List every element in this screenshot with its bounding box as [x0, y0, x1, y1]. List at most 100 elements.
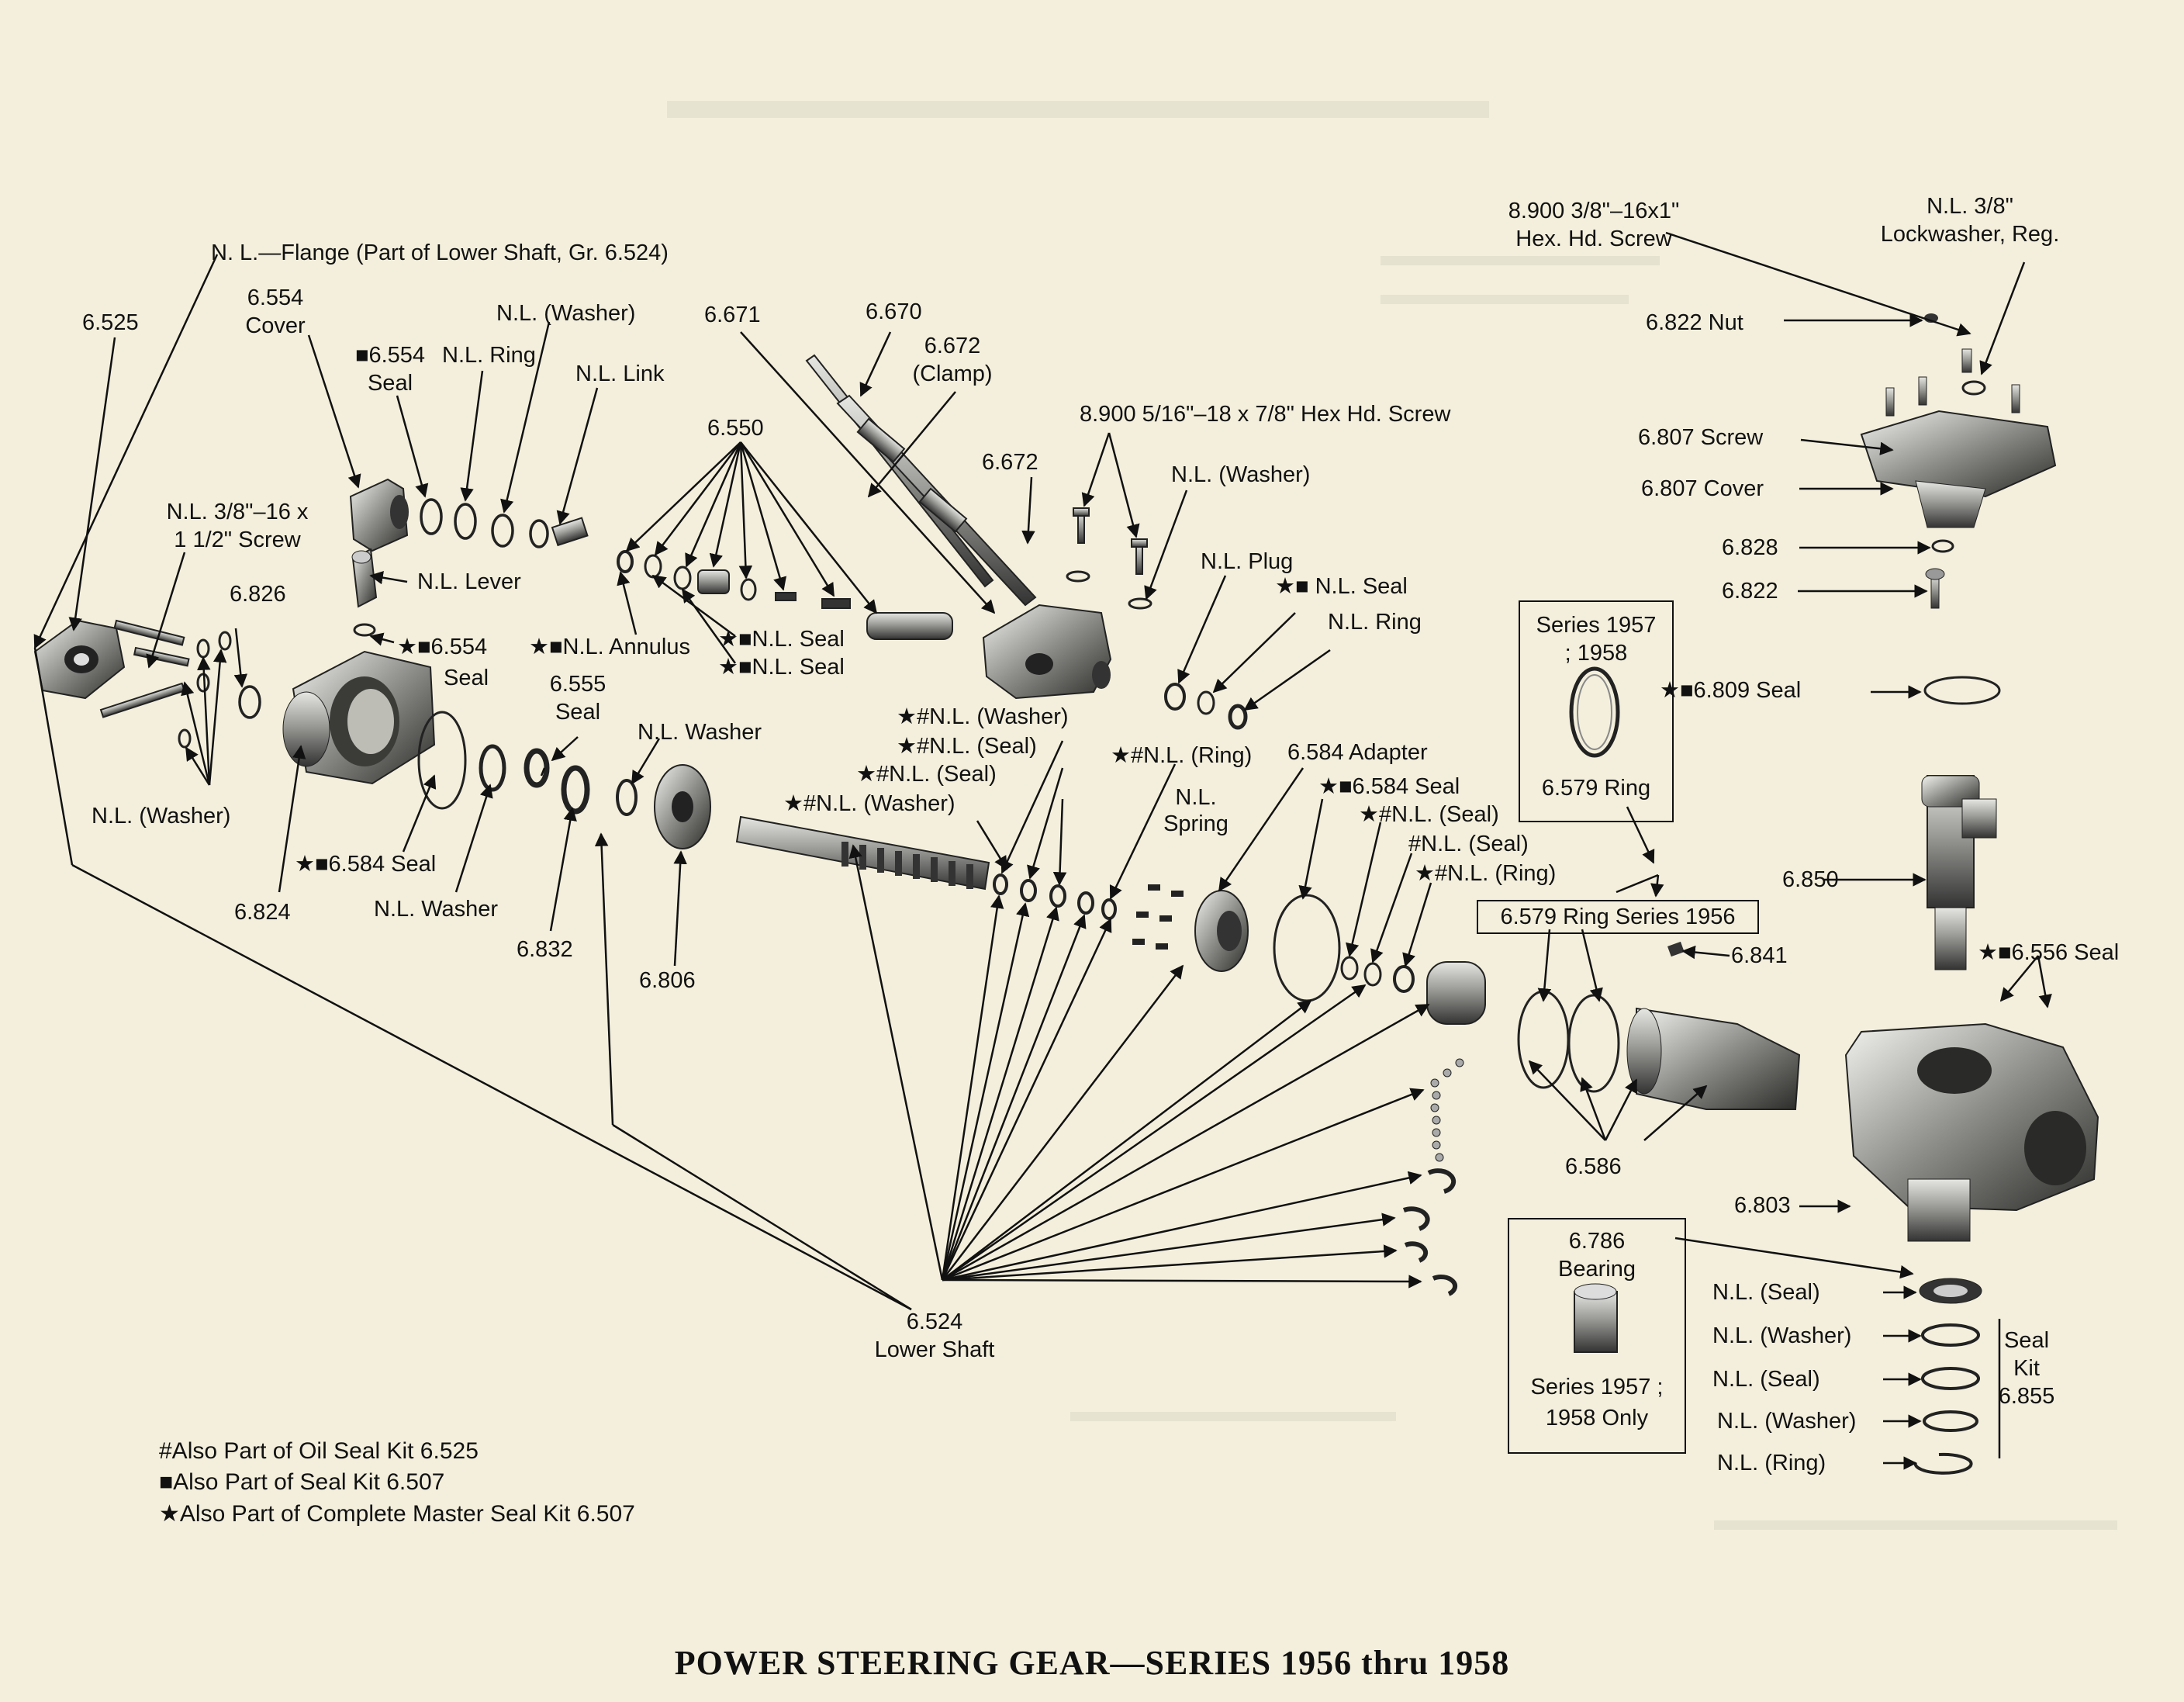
label-6-809-seal: ★■6.809 Seal [1660, 678, 1802, 703]
label-6-806: 6.806 [639, 968, 696, 993]
label-nl-seal-b: ★■N.L. Seal [718, 655, 845, 680]
label-kit-nl-washer-1: N.L. (Washer) [1712, 1323, 1852, 1348]
label-nl-washer-shaft-1: ★#N.L. (Washer) [897, 704, 1069, 729]
label-6-525: 6.525 [82, 310, 139, 335]
label-nl-ring-top: N.L. Ring [442, 343, 536, 368]
label-bearing-series: Series 1957 ; [1530, 1375, 1664, 1399]
label-6-670: 6.670 [866, 299, 922, 324]
label-6-584-seal: ★■6.584 Seal [1318, 774, 1460, 799]
label-nl-seal-shaft-1: ★#N.L. (Seal) [897, 734, 1037, 759]
label-kit-nl-seal-1: N.L. (Seal) [1712, 1280, 1820, 1305]
label-6-803: 6.803 [1734, 1193, 1791, 1218]
flange-part [33, 619, 126, 700]
label-6-524-num: 6.524 [906, 1309, 963, 1334]
lower-shaft-6-524 [735, 815, 990, 891]
label-nl-washer-shaft-2: ★#N.L. (Washer) [783, 791, 955, 816]
bleed-through-shading [667, 101, 2117, 1530]
adapter-6-584 [1194, 890, 1415, 1002]
label-6-807-screw: 6.807 Screw [1638, 425, 1764, 450]
label-6-828: 6.828 [1722, 535, 1778, 560]
flange-6-806 [654, 764, 711, 849]
label-lockwasher-b: Lockwasher, Reg. [1880, 222, 2060, 247]
bearing-box [1508, 1218, 1686, 1454]
label-lockwasher-a: N.L. 3/8" [1927, 194, 2013, 219]
label-nl-seal-hash: #N.L. (Seal) [1408, 832, 1529, 856]
ring-1956-box [1477, 900, 1759, 934]
label-series-box-c: 6.579 Ring [1541, 776, 1651, 801]
lines-6-670 [805, 354, 1037, 607]
label-nl-screw-a: N.L. 3/8"–16 x [166, 500, 309, 524]
label-6-556-seal: ★■6.556 Seal [1978, 940, 2120, 965]
worm-gear-6-586 [1517, 990, 1801, 1110]
label-seal-kit-b: Kit [2013, 1356, 2040, 1381]
label-nl-seal-star: ★■ N.L. Seal [1275, 574, 1408, 599]
label-nl-washer-mid-right: N.L. (Washer) [1171, 462, 1311, 487]
label-6-671: 6.671 [704, 303, 761, 327]
label-6-554-seal-num: ■6.554 [354, 343, 426, 368]
label-nl-ring-star-hash: ★#N.L. (Ring) [1415, 861, 1557, 886]
label-bearing-text: Bearing [1558, 1257, 1636, 1282]
label-screw-3-8-a: 8.900 3/8"–16x1" [1508, 199, 1680, 223]
label-6-841: 6.841 [1731, 943, 1788, 968]
hex-screws-516 [1066, 507, 1152, 610]
label-6-555-text: Seal [555, 700, 601, 725]
footnote-2: ■Also Part of Seal Kit 6.507 [159, 1469, 445, 1495]
label-nl-seal-shaft-2: ★#N.L. (Seal) [856, 762, 997, 787]
sleeve-part [1426, 961, 1486, 1025]
label-6-584-seal-left: ★■6.584 Seal [295, 852, 437, 877]
seal-rings-top [238, 498, 549, 719]
ball-chain [1430, 1058, 1464, 1162]
label-seal-kit-a: Seal [2003, 1328, 2050, 1353]
label-kit-nl-ring: N.L. (Ring) [1717, 1451, 1826, 1475]
footnote-1: #Also Part of Oil Seal Kit 6.525 [159, 1438, 479, 1464]
label-nl-screw-b: 1 1/2" Screw [174, 528, 301, 552]
label-6-824: 6.824 [234, 900, 291, 925]
label-6-672-clamp-num: 6.672 [924, 334, 981, 358]
label-6-807-cover: 6.807 Cover [1641, 476, 1764, 501]
series-1957-ring-box [1519, 600, 1674, 822]
label-nl-plug: N.L. Plug [1201, 549, 1294, 574]
label-6-584-adapter: 6.584 Adapter [1287, 740, 1428, 765]
label-kit-nl-seal-2: N.L. (Seal) [1712, 1367, 1820, 1392]
valve-parts-6-550 [617, 550, 953, 640]
lever-part [351, 548, 378, 637]
label-6-832: 6.832 [517, 937, 573, 962]
label-nl-link: N.L. Link [575, 362, 665, 386]
label-series-box-a: Series 1957 [1536, 613, 1657, 638]
label-bearing-num: 6.786 [1568, 1229, 1626, 1254]
page-title: POWER STEERING GEAR—SERIES 1956 thru 195… [674, 1644, 1510, 1682]
large-seal-rings [417, 711, 638, 816]
label-screw-3-8-b: Hex. Hd. Screw [1515, 227, 1672, 251]
cover-6-554 [349, 478, 409, 552]
label-nl-annulus: ★■N.L. Annulus [529, 635, 690, 659]
top-cover-assembly [1860, 313, 2057, 609]
link-part [551, 517, 589, 547]
part-6-841 [1667, 941, 1685, 957]
label-6-550: 6.550 [707, 416, 764, 441]
label-6-850: 6.850 [1782, 867, 1839, 892]
label-6-554-seal-text: Seal [367, 371, 413, 396]
label-nl-spring-a: N.L. [1175, 785, 1217, 810]
label-series-box-b: ; 1958 [1564, 641, 1628, 666]
bearing-6-786 [1574, 1283, 1618, 1353]
seal-kit-rings [1913, 1278, 1982, 1475]
label-6-586: 6.586 [1565, 1154, 1622, 1179]
footnote-3: ★Also Part of Complete Master Seal Kit 6… [159, 1501, 635, 1527]
label-nl-washer-mid: N.L. Washer [638, 720, 762, 745]
label-nl-washer-top: N.L. (Washer) [496, 301, 636, 326]
label-nl-washer-low: N.L. Washer [374, 897, 499, 922]
housing-6-824 [282, 650, 436, 785]
label-flange: N. L.—Flange (Part of Lower Shaft, Gr. 6… [211, 240, 669, 265]
label-nl-ring-right: N.L. Ring [1328, 610, 1422, 635]
label-6-555-num: 6.555 [549, 672, 606, 697]
sector-shaft-6-850 [1921, 775, 1997, 970]
label-6-672: 6.672 [982, 450, 1038, 475]
label-6-822-nut: 6.822 Nut [1646, 310, 1743, 335]
label-nl-lever: N.L. Lever [417, 569, 521, 594]
label-nl-seal-star-hash: ★#N.L. (Seal) [1359, 802, 1499, 827]
label-6-554-seal-star-text: Seal [444, 666, 489, 690]
label-6-554-cover-text: Cover [245, 313, 306, 338]
springs-nl [1132, 884, 1184, 950]
